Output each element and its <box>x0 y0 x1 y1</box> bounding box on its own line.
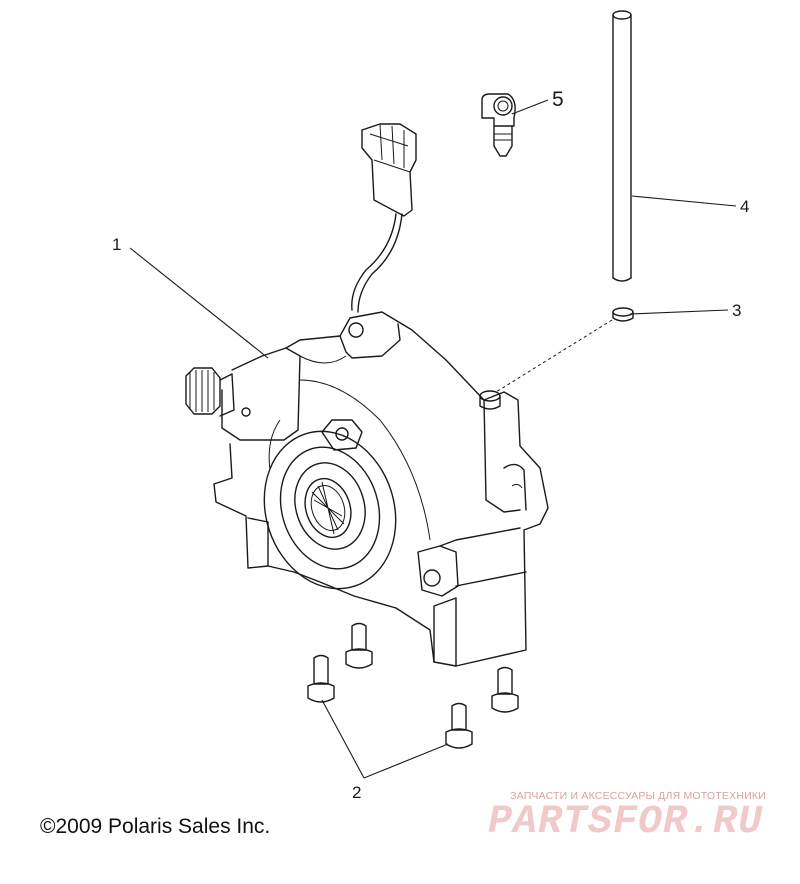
harness-connector <box>351 123 417 313</box>
watermark-tagline: ЗАПЧАСТИ И АКСЕССУАРЫ ДЛЯ МОТОТЕХНИКИ <box>510 790 766 802</box>
bolt-part-2-a <box>345 622 373 669</box>
rod-part-4 <box>612 10 632 282</box>
leader-lines <box>129 99 737 779</box>
bolt-part-2-b <box>307 654 335 703</box>
callout-4: 4 <box>740 197 749 216</box>
gearcase-part-1 <box>185 311 549 667</box>
callout-1: 1 <box>112 235 121 254</box>
callout-3: 3 <box>732 301 741 320</box>
callout-5: 5 <box>552 88 564 111</box>
bolt-part-2-d <box>445 702 473 749</box>
sensor-part-5 <box>481 93 516 157</box>
copyright-notice: ©2009 Polaris Sales Inc. <box>40 815 271 838</box>
bolt-part-2-c <box>491 666 519 713</box>
watermark-logo: PARTSFOR.RU <box>488 800 764 845</box>
clip-part-3 <box>612 307 634 322</box>
callout-2: 2 <box>352 783 361 802</box>
